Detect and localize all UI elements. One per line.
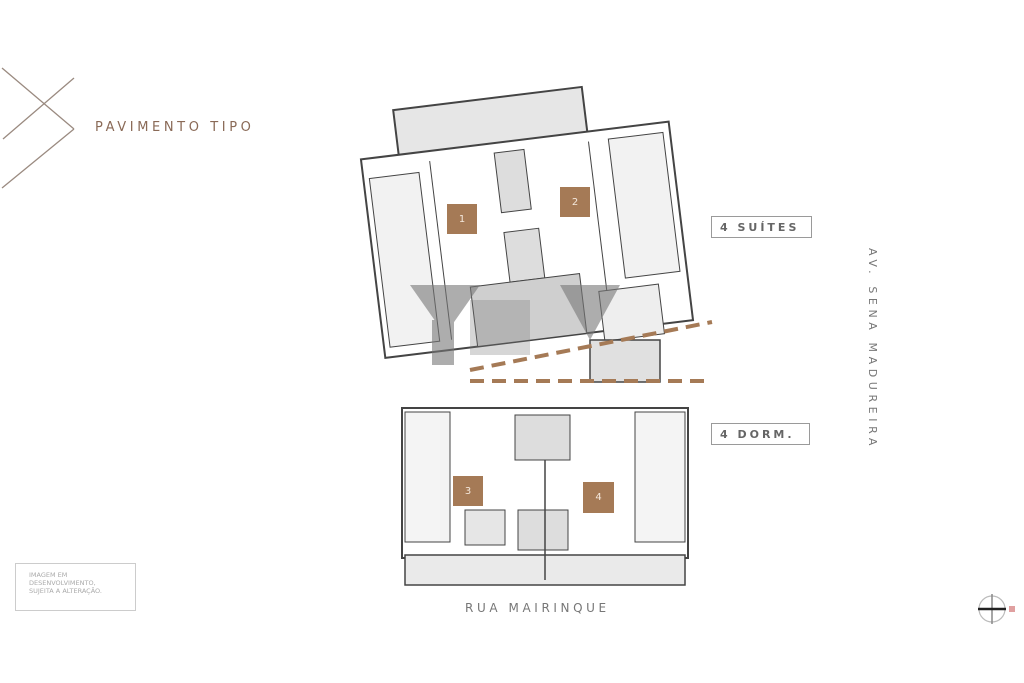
- unit-number: 2: [571, 196, 579, 208]
- disclaimer-line: IMAGEM EM: [29, 571, 68, 579]
- street-label-right: AV. SENA MADUREIRA: [866, 248, 879, 451]
- unit-marker-1: 1: [447, 204, 477, 234]
- boundary-dashed-lines: [469, 320, 713, 383]
- unit-marker-2: 2: [560, 187, 590, 217]
- unit-number: 1: [458, 213, 466, 225]
- upper-building: [359, 85, 695, 360]
- watermark-logo: [410, 285, 620, 365]
- stair-core: [589, 339, 661, 383]
- unit-number: 3: [464, 485, 472, 497]
- street-label-bottom: RUA MAIRINQUE: [465, 601, 610, 615]
- disclaimer-box: IMAGEM EM DESENVOLVIMENTO, SUJEITA A ALT…: [15, 563, 136, 611]
- logo-lines-icon: [1, 67, 75, 189]
- dorm-label: 4 DORM.: [711, 423, 810, 445]
- unit-number: 4: [595, 492, 602, 503]
- disclaimer-line: DESENVOLVIMENTO,: [29, 579, 96, 587]
- page-title: PAVIMENTO TIPO: [95, 120, 255, 135]
- lower-building: [401, 407, 689, 586]
- suites-label: 4 SUÍTES: [711, 216, 812, 238]
- north-compass-icon: [978, 594, 1015, 624]
- unit-marker-4: 4: [583, 482, 614, 513]
- disclaimer-line: SUJEITA A ALTERAÇÃO.: [29, 587, 102, 595]
- unit-marker-3: 3: [453, 476, 483, 506]
